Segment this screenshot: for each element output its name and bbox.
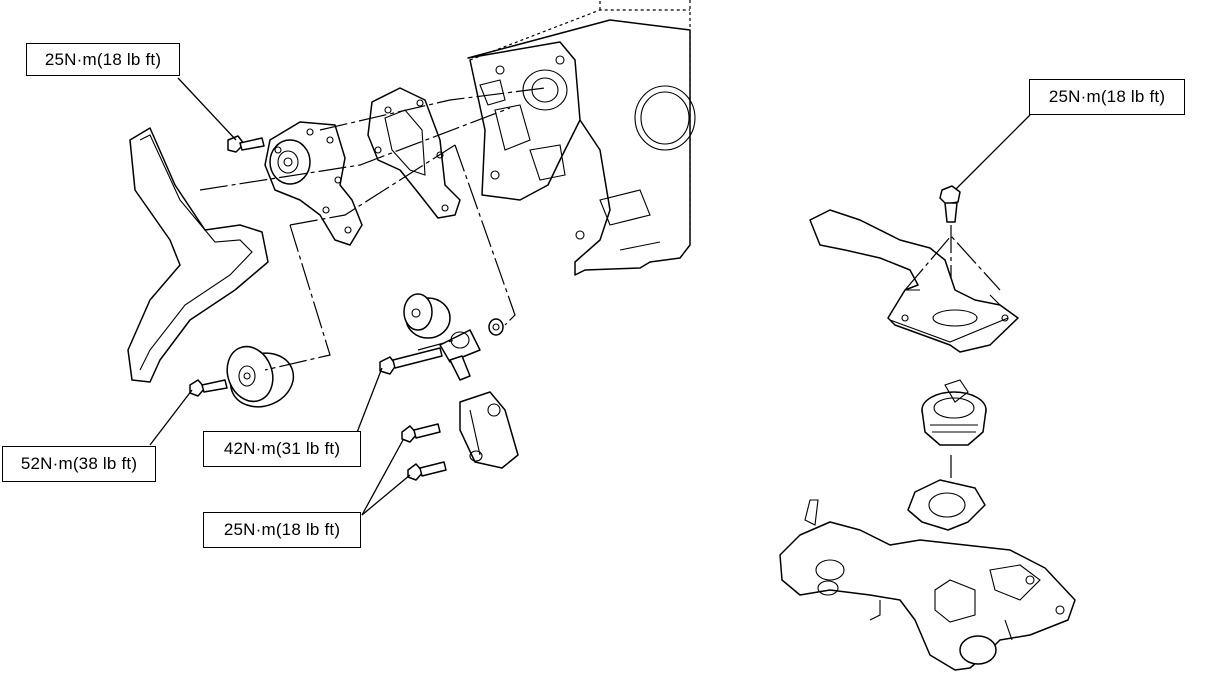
tensioner-bolts-torque-label: 25N·m(18 lb ft): [203, 512, 361, 548]
leader-lines: [149, 77, 1031, 516]
idler-pulley: [226, 345, 295, 408]
water-outlet: [809, 209, 1019, 353]
water-inlet-housing: [779, 499, 1076, 671]
thermostat-housing-bolt-torque-label: 25N·m(18 lb ft): [1029, 79, 1185, 115]
tensioner-bolt-lower: [407, 461, 447, 481]
thermostat-housing-bolt: [939, 185, 961, 320]
tensioner-bracket: [439, 329, 481, 381]
idler-pulley-bolt: [189, 379, 228, 397]
water-pump: [264, 121, 363, 246]
thermostat: [921, 379, 987, 478]
timing-belt: [127, 127, 269, 383]
thermostat-gasket: [907, 479, 986, 531]
water-pump-gasket: [367, 87, 461, 219]
tensioner-pulley-bolt: [379, 347, 443, 375]
washer: [488, 318, 504, 336]
tensioner-pulley: [403, 293, 451, 339]
auto-tensioner: [459, 391, 519, 469]
engine-block: [467, 0, 696, 276]
water-pump-bolt: [227, 135, 265, 153]
tensioner-pulley-bolt-torque-label: 42N·m(31 lb ft): [203, 431, 361, 467]
idler-pulley-bolt-torque-label: 52N·m(38 lb ft): [2, 446, 156, 482]
water-pump-bolt-torque-label: 25N·m(18 lb ft): [26, 43, 180, 76]
assembly-lines: [199, 87, 546, 371]
tensioner-bolt-upper: [401, 423, 441, 443]
